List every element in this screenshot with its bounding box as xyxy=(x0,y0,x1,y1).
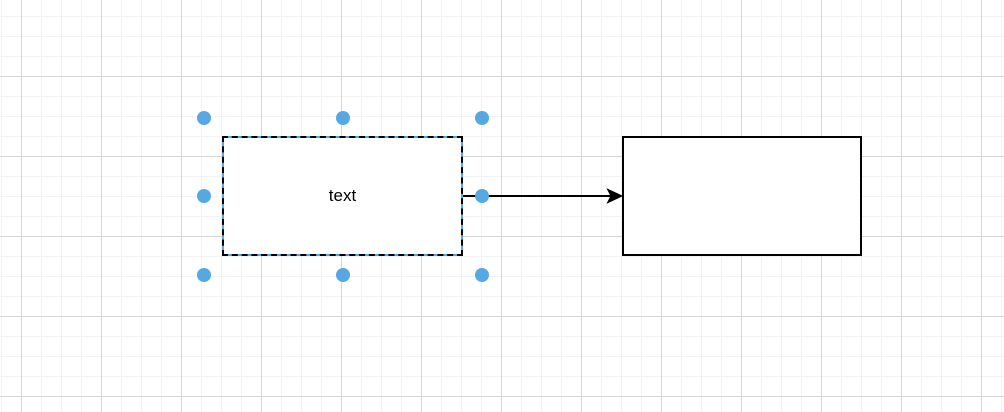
resize-handle-middle-right[interactable] xyxy=(474,189,489,203)
resize-handle-top-center[interactable] xyxy=(335,110,350,125)
resize-handle-top-left[interactable] xyxy=(196,110,211,125)
resize-handle-bottom-left[interactable] xyxy=(196,267,211,282)
target-rectangle-shape[interactable] xyxy=(622,136,862,256)
resize-handle-bottom-center[interactable] xyxy=(335,267,350,282)
arrowhead-icon xyxy=(606,188,624,204)
shape-label: text xyxy=(328,185,357,205)
selected-rectangle-shape[interactable]: text xyxy=(222,136,463,256)
resize-handle-top-right[interactable] xyxy=(474,110,489,125)
resize-handle-middle-left[interactable] xyxy=(196,189,211,203)
resize-handle-bottom-right[interactable] xyxy=(474,267,489,282)
